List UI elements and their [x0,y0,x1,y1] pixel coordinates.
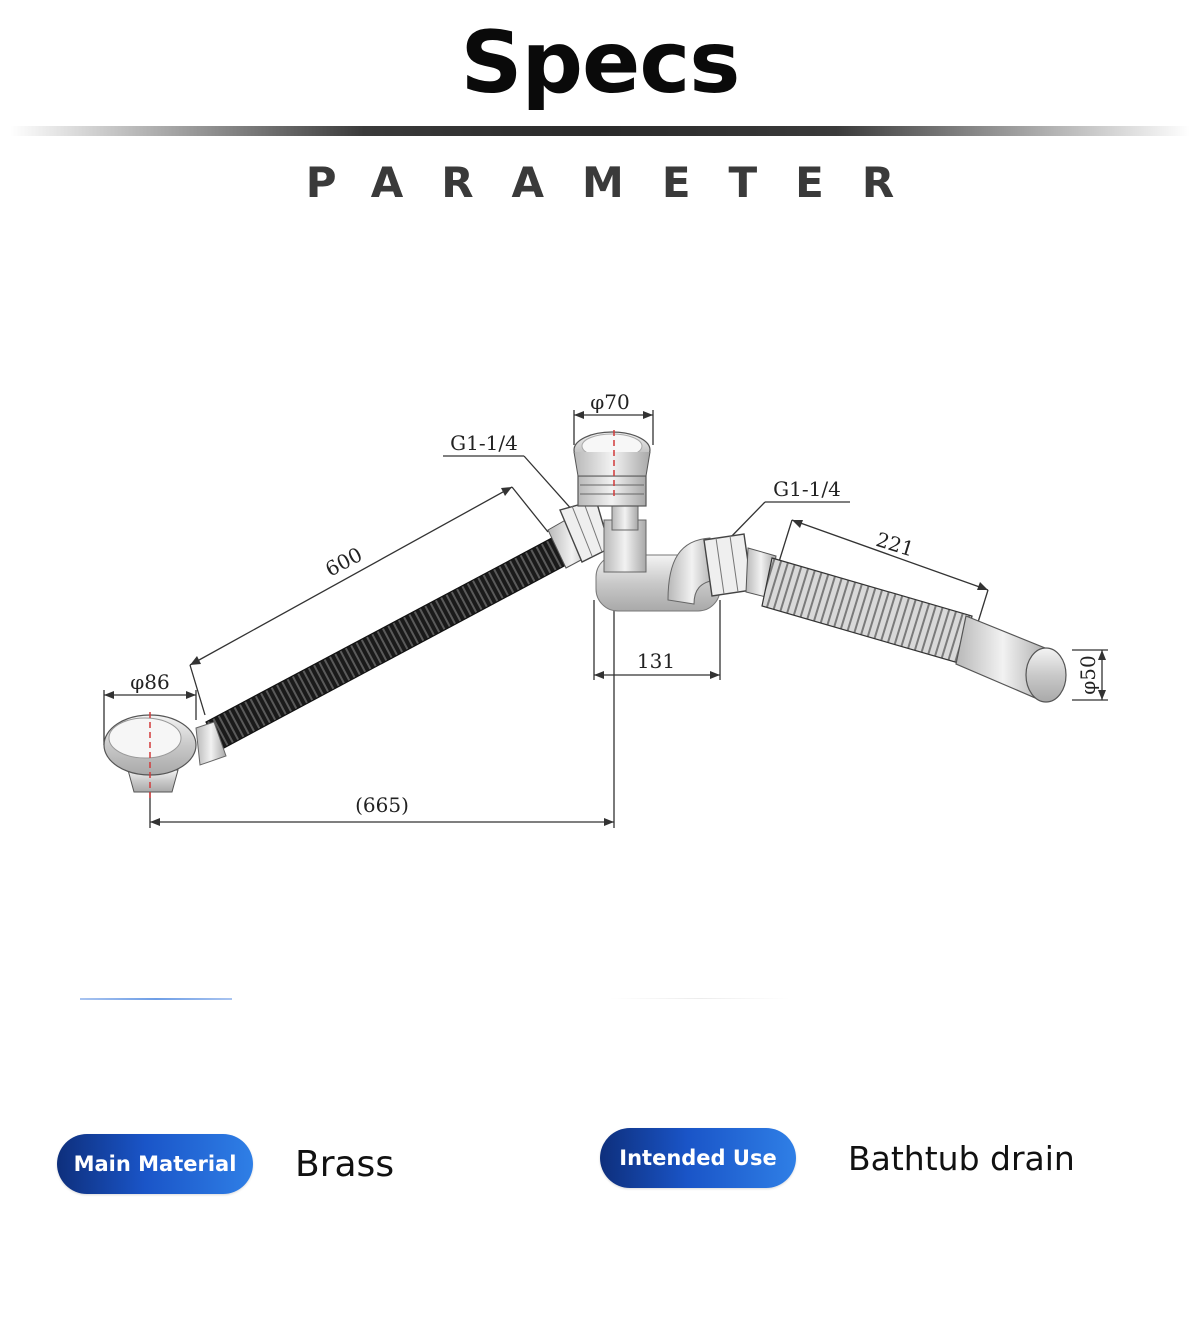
dim-outlet-diameter: φ50 [1076,655,1100,694]
title-divider [10,126,1190,136]
page-subtitle: PARAMETER [305,158,933,207]
dim-left-thread: G1-1/4 [450,431,518,455]
spec-value: Bathtub drain [848,1138,1075,1178]
dim-outlet-hose-length: 221 [873,527,917,561]
dim-trap-offset: 131 [637,649,675,673]
dim-drain-diameter: φ70 [590,390,629,414]
accent-divider [80,998,232,1000]
dim-total-span: (665) [355,793,409,817]
dim-overflow-hose-length: 600 [321,542,366,581]
spec-value: Brass [295,1143,395,1185]
page-title: Specs [460,13,741,113]
spec-main-material: Main Material Brass [57,1134,394,1194]
dim-overflow-diameter: φ86 [130,670,169,694]
dim-right-thread: G1-1/4 [773,477,841,501]
spec-label-pill: Main Material [57,1134,253,1194]
drain-dimension-diagram: φ70 G1-1/4 G1-1/4 600 221 φ86 131 (665) … [103,390,1108,828]
spec-intended-use: Intended Use Bathtub drain [600,1128,1075,1188]
faint-divider [610,998,790,999]
spec-label-pill: Intended Use [600,1128,796,1188]
